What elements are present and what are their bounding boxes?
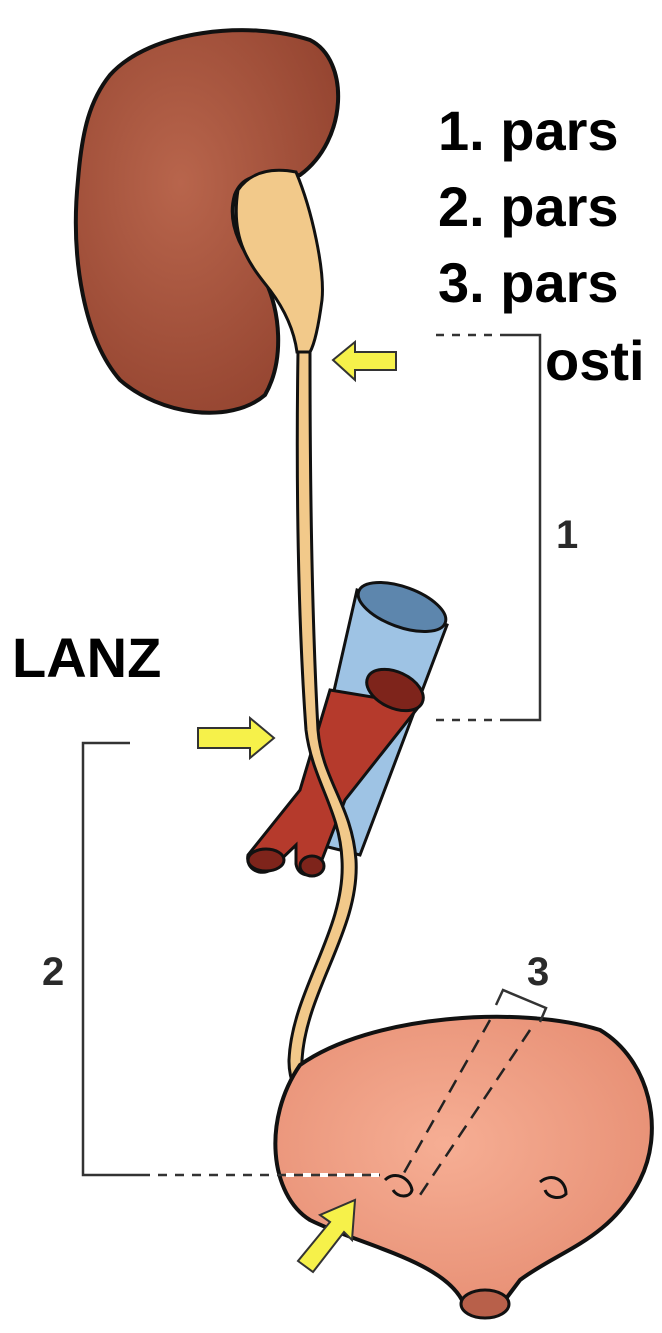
legend-item-3: 3. pars	[438, 251, 619, 314]
bladder	[275, 1017, 652, 1300]
arrow-pyeloureteric-junction	[333, 342, 396, 380]
side-label-lanz: LANZ	[12, 626, 161, 689]
iliac-artery-branch-right	[300, 856, 324, 876]
arrow-iliac-crossing	[198, 718, 274, 758]
bracket-segment-1	[430, 335, 540, 720]
segment-number-2: 2	[42, 950, 64, 994]
legend-item-2: 2. pars	[438, 175, 619, 238]
legend-item-1: 1. pars	[438, 99, 619, 162]
segment-number-3: 3	[527, 950, 549, 994]
iliac-artery-branch-left	[248, 849, 284, 871]
urethra-opening	[461, 1290, 509, 1318]
legend-continuation: osti	[545, 329, 645, 392]
segment-number-1: 1	[556, 513, 578, 557]
